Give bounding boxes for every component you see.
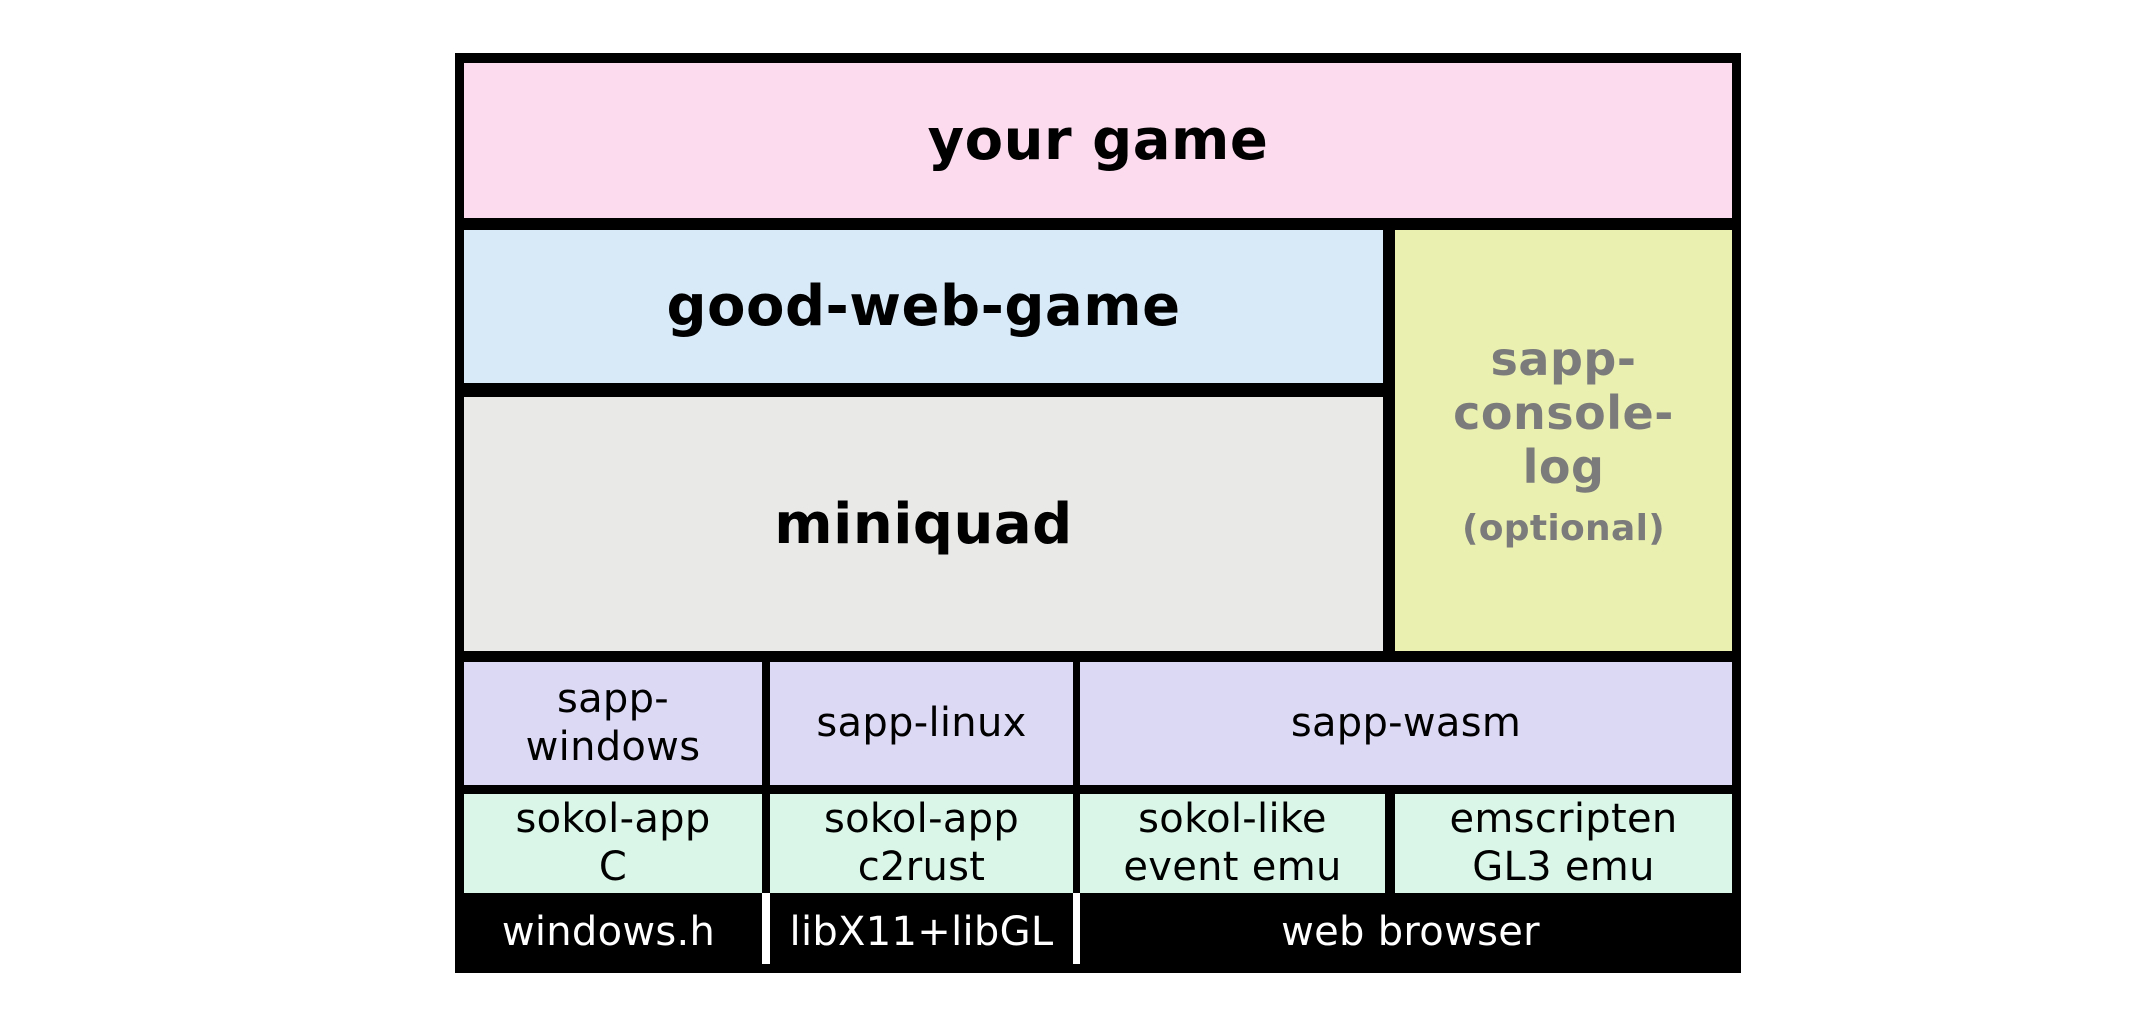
box-sokol-like-event-emu: sokol-like event emu [1080,794,1385,893]
box-emscripten-gl3-emu: emscripten GL3 emu [1395,794,1732,893]
label-sokol-app-c: sokol-app C [515,796,711,890]
box-your-game: your game [464,63,1732,218]
box-sapp-windows: sapp- windows [464,662,762,785]
label-emscripten-gl3-emu: emscripten GL3 emu [1449,796,1678,890]
box-sapp-console-log: sapp- console- log (optional) [1395,230,1732,651]
label-optional: (optional) [1462,508,1665,550]
bottom-row-separator [762,893,770,964]
box-windows-h: windows.h [455,893,762,973]
box-sokol-app-c: sokol-app C [464,794,762,893]
box-libx11-libgl: libX11+libGL [770,893,1073,973]
label-miniquad: miniquad [774,491,1073,557]
label-sapp-wasm: sapp-wasm [1290,699,1522,746]
label-sapp-windows: sapp- windows [525,676,701,770]
label-sokol-like-event-emu: sokol-like event emu [1123,796,1342,890]
label-your-game: your game [927,108,1269,173]
label-web-browser: web browser [1281,909,1540,956]
label-libx11-libgl: libX11+libGL [789,909,1054,956]
label-windows-h: windows.h [501,909,716,956]
label-sokol-app-c2rust: sokol-app c2rust [823,796,1020,890]
box-sokol-app-c2rust: sokol-app c2rust [770,794,1073,893]
label-good-web-game: good-web-game [666,274,1181,339]
bottom-row-separator [1073,893,1080,964]
box-sapp-wasm: sapp-wasm [1080,662,1732,785]
box-web-browser: web browser [1080,893,1741,973]
box-miniquad: miniquad [464,397,1383,651]
box-good-web-game: good-web-game [464,230,1383,383]
box-sapp-linux: sapp-linux [770,662,1073,785]
label-sapp-linux: sapp-linux [816,699,1027,746]
label-sapp-console-log: sapp- console- log [1453,331,1674,495]
